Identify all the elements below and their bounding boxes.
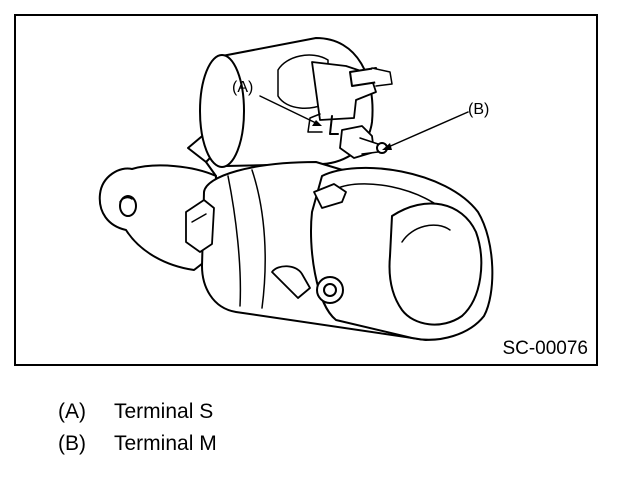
legend-item-b: (B) Terminal M	[58, 428, 217, 460]
legend-key: (B)	[58, 432, 86, 455]
legend-item-a: (A) Terminal S	[58, 396, 217, 428]
figure-reference-code: SC-00076	[502, 338, 588, 359]
starter-motor-figure: (A) (B) SC-00076	[14, 14, 598, 366]
legend-label: Terminal M	[114, 432, 217, 455]
callout-b-label: (B)	[468, 101, 490, 118]
callout-a-label: (A)	[232, 79, 254, 96]
legend-key: (A)	[58, 400, 86, 423]
starter-motor-drawing	[98, 37, 494, 341]
legend: (A) Terminal S (B) Terminal M	[58, 396, 217, 460]
legend-label: Terminal S	[114, 400, 214, 423]
